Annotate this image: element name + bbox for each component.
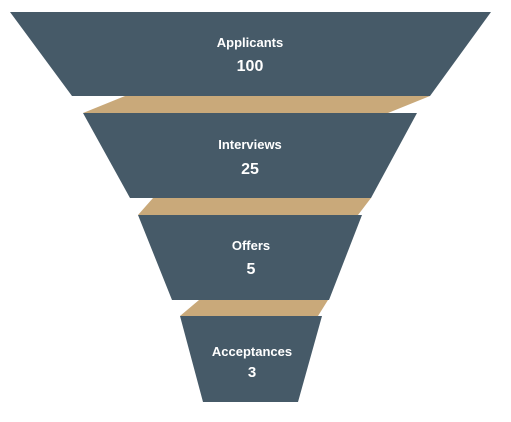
stage-offers-value: 5 [247, 261, 256, 278]
stage-applicants-shape [10, 12, 491, 96]
stage-acceptances-shape [180, 316, 322, 402]
funnel-stage-interviews: Interviews 25 [83, 113, 417, 198]
stage-interviews-value: 25 [241, 161, 259, 178]
stage-applicants-value: 100 [237, 58, 264, 75]
stage-interviews-label: Interviews [218, 137, 282, 152]
stage-acceptances-value: 3 [248, 364, 256, 381]
stage-offers-shape [138, 215, 362, 300]
connector-interviews-offers [138, 198, 371, 215]
funnel-stage-applicants: Applicants 100 [10, 12, 491, 96]
connector-offers-acceptances [180, 300, 328, 316]
funnel-stage-offers: Offers 5 [138, 215, 362, 300]
stage-applicants-label: Applicants [217, 35, 283, 50]
stage-interviews-shape [83, 113, 417, 198]
funnel-stage-acceptances: Acceptances 3 [180, 316, 322, 402]
connector-applicants-interviews [83, 96, 430, 113]
stage-acceptances-label: Acceptances [212, 344, 292, 359]
stage-offers-label: Offers [232, 238, 270, 253]
